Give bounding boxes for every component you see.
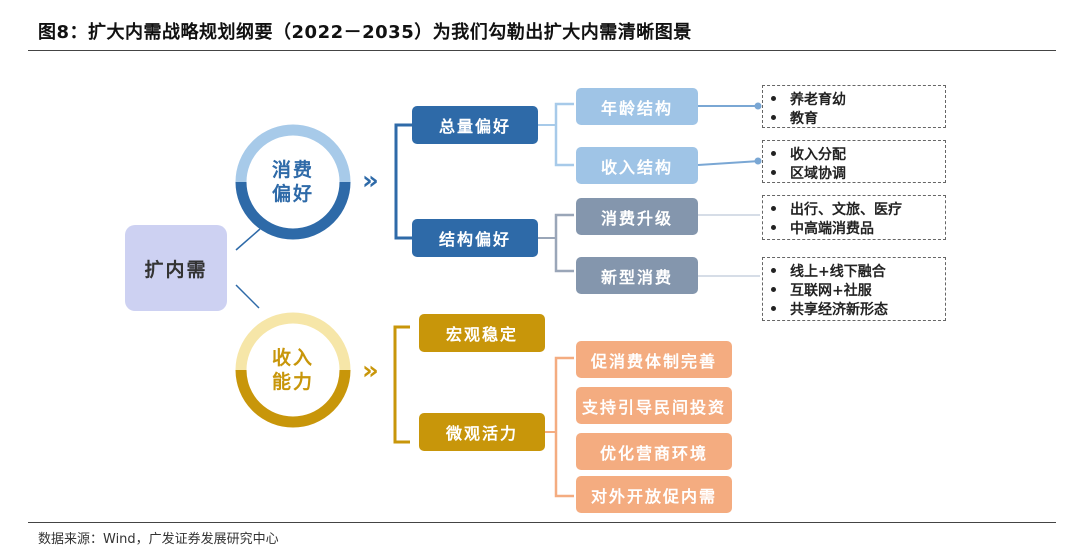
list-new-consumption: 线上+线下融合 互联网+社服 共享经济新形态 <box>762 257 946 321</box>
top-chevron: » <box>362 166 379 196</box>
bracket-structure <box>554 213 574 273</box>
bottom-rule <box>28 522 1056 523</box>
bottom-ring <box>235 312 351 428</box>
bracket-total <box>554 102 574 167</box>
node-age-structure: 年龄结构 <box>576 88 698 125</box>
bullet-icon <box>771 96 776 101</box>
bottom-ring-lower-arc <box>235 369 351 428</box>
list-item-label: 互联网+社服 <box>790 282 872 299</box>
link-income-dot <box>754 157 762 165</box>
list-item: 线上+线下融合 <box>771 261 937 280</box>
list-item-label: 中高端消费品 <box>790 220 874 237</box>
node-consumption-system: 促消费体制完善 <box>576 341 732 378</box>
bottom-bracket <box>393 325 410 444</box>
root-node: 扩内需 <box>125 225 227 311</box>
list-item: 养老育幼 <box>771 89 937 108</box>
root-to-bottom-line <box>235 284 260 309</box>
list-consumption-upgrade: 出行、文旅、医疗 中高端消费品 <box>762 195 946 240</box>
root-to-top-line <box>235 228 261 251</box>
list-item: 中高端消费品 <box>771 218 937 237</box>
top-bracket <box>394 123 412 240</box>
node-opening-up: 对外开放促内需 <box>576 476 732 513</box>
bullet-icon <box>771 225 776 230</box>
bullet-icon <box>771 115 776 120</box>
node-structure-preference: 结构偏好 <box>412 219 538 257</box>
list-item-label: 线上+线下融合 <box>790 263 886 280</box>
top-ring <box>235 124 351 240</box>
node-micro-vitality: 微观活力 <box>419 413 545 451</box>
link-age-dot <box>754 102 762 110</box>
node-consumption-upgrade: 消费升级 <box>576 198 698 235</box>
list-item-label: 养老育幼 <box>790 91 846 108</box>
list-age-structure: 养老育幼 教育 <box>762 85 946 128</box>
bracket-micro <box>554 356 574 498</box>
figure-title: 图8：扩大内需战略规划纲要（2022－2035）为我们勾勒出扩大内需清晰图景 <box>38 22 692 43</box>
list-income-structure: 收入分配 区域协调 <box>762 140 946 183</box>
list-item: 收入分配 <box>771 144 937 163</box>
list-item: 共享经济新形态 <box>771 299 937 318</box>
top-ring-upper-arc <box>235 124 351 183</box>
list-item-label: 共享经济新形态 <box>790 301 888 318</box>
top-rule <box>28 50 1056 51</box>
list-item-label: 区域协调 <box>790 165 846 182</box>
list-item: 出行、文旅、医疗 <box>771 199 937 218</box>
bullet-icon <box>771 268 776 273</box>
bullet-icon <box>771 306 776 311</box>
bullet-icon <box>771 170 776 175</box>
top-ring-lower-arc <box>235 181 351 240</box>
node-new-consumption: 新型消费 <box>576 257 698 294</box>
link-income-list <box>697 160 761 166</box>
bottom-ring-upper-arc <box>235 312 351 371</box>
list-item: 互联网+社服 <box>771 280 937 299</box>
list-item-label: 教育 <box>790 110 818 127</box>
source-note: 数据来源：Wind，广发证券发展研究中心 <box>38 532 279 547</box>
node-income-structure: 收入结构 <box>576 147 698 184</box>
node-macro-stability: 宏观稳定 <box>419 314 545 352</box>
list-item: 教育 <box>771 108 937 127</box>
top-ring-label: 消费 偏好 <box>271 159 314 205</box>
node-total-preference: 总量偏好 <box>412 106 538 144</box>
list-item-label: 收入分配 <box>790 146 846 163</box>
bottom-ring-label: 收入 能力 <box>271 347 314 393</box>
node-private-investment: 支持引导民间投资 <box>576 387 732 424</box>
bullet-icon <box>771 151 776 156</box>
list-item-label: 出行、文旅、医疗 <box>790 201 902 218</box>
bullet-icon <box>771 287 776 292</box>
node-business-environment: 优化营商环境 <box>576 433 732 470</box>
bullet-icon <box>771 206 776 211</box>
bottom-chevron: » <box>362 356 379 386</box>
list-item: 区域协调 <box>771 163 937 182</box>
